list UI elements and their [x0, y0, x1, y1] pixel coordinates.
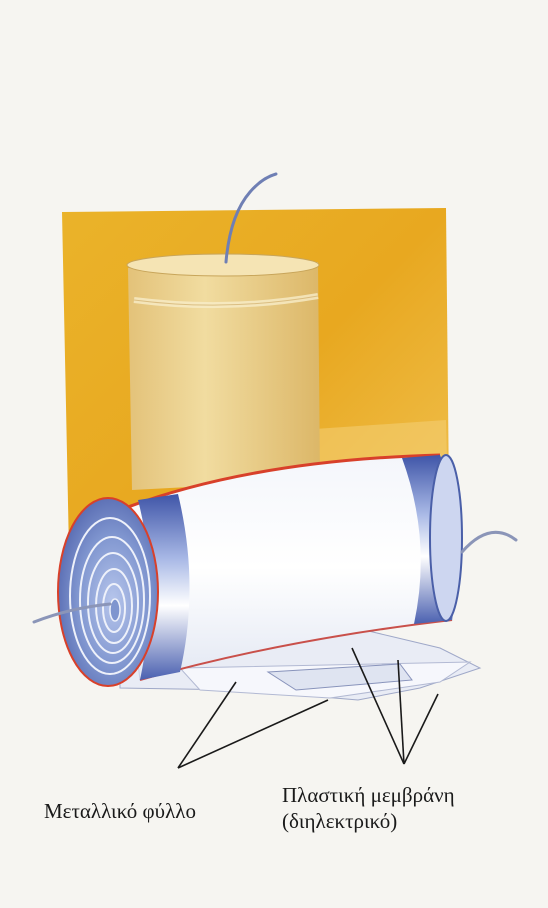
metal-foil-label: Μεταλλικό φύλλο: [44, 798, 196, 824]
plastic-film-label: Πλαστική μεμβράνη (διηλεκτρικό): [282, 782, 455, 834]
canister: [127, 254, 320, 490]
plastic-film-label-line2: (διηλεκτρικό): [282, 808, 455, 834]
lead-wire-right: [462, 532, 516, 552]
plastic-film-label-line1: Πλαστική μεμβράνη: [282, 782, 455, 808]
